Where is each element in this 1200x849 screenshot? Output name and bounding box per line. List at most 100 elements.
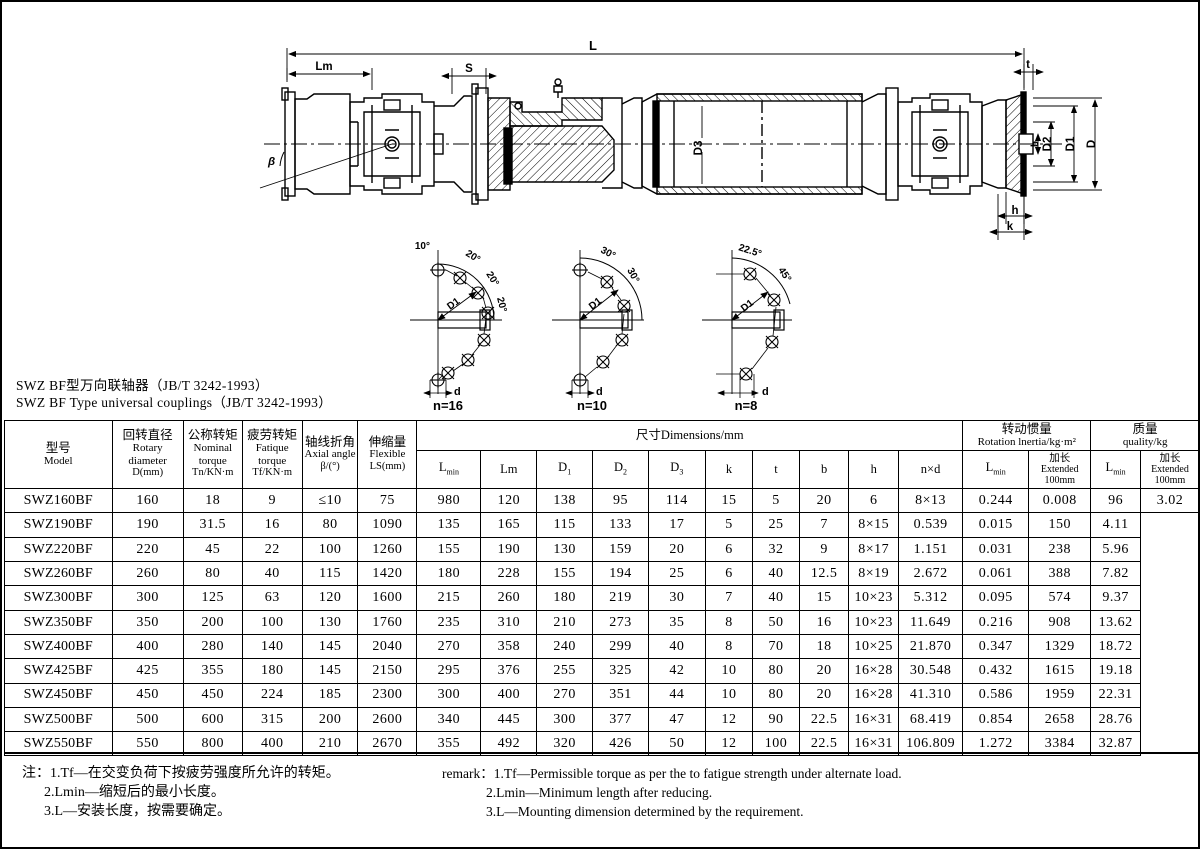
cell-Lmin: 1090 [357,512,418,538]
cell-tn: 355 [182,658,243,684]
sym-Lmin: Lmin [438,459,459,477]
notes-en-item-2: 2.Lmin—Minimum length after reducing. [486,785,713,800]
header-inertia-cn: 转动惯量 [1001,422,1052,436]
cell-k: 47 [647,706,706,733]
angle-n8-1: 22.5° [737,242,763,260]
notes-en-item-1: 1.Tf—Permissible torque as per the to fa… [493,766,902,781]
bolt-pattern-n10: d n=10 30° 30° D1 [552,245,644,413]
cell-inertia-min: 2.672 [897,561,964,587]
label-D: D [1086,140,1098,148]
angle-n16-3: 20° [483,270,500,289]
cell-nxd: 16×31 [848,706,899,733]
cell-Lmin: 2600 [357,706,418,733]
header-inertia-group: 转动惯量 Rotation lnertia/kg·m² [962,419,1092,452]
header-tf-en2: torque [258,454,287,467]
angle-n10-2: 30° [624,266,641,285]
sym-nxd: n×d [920,461,941,476]
cell-nxd: 8×19 [848,561,899,587]
cell-mass-min: 1615 [1028,658,1092,684]
cell-tf: 224 [241,682,303,708]
header-tn-en2: torque [198,454,227,467]
assembly-outline [281,78,1034,205]
header-d-en1: Rotary [132,442,163,454]
cell-b: 20 [798,488,850,514]
cell-mass-ext: 18.72 [1090,633,1141,660]
cell-mass-ext: 19.18 [1090,658,1141,684]
sym-quality-lmin: Lmin [1105,459,1126,477]
cell-nxd: 16×28 [848,682,899,708]
cell-Lm: 215 [416,585,482,611]
sym-quality-ext-cn: 加长 [1159,453,1181,465]
cell-b: 50 [752,609,800,635]
cell-model: SWZ260BF [4,561,113,587]
cell-h: 18 [798,633,850,660]
cell-D1: 445 [480,706,538,733]
header-dim-nxd: n×d [897,450,964,490]
cell-D2: 255 [536,658,594,684]
cell-D1: 376 [480,658,538,684]
cell-D2: 240 [536,633,594,660]
header-tn-cn: 公称转矩 [187,428,238,443]
cell-tn: 200 [182,609,243,635]
cell-inertia-min: 0.539 [897,512,964,538]
cell-k: 40 [647,633,706,660]
cell-b: 40 [752,561,800,587]
cell-b: 40 [752,585,800,611]
cell-k: 30 [647,585,706,611]
sym-inertia-ext-unit: 100mm [1044,475,1076,487]
cell-D2: 95 [592,488,649,514]
header-dim-b: b [798,450,850,490]
label-d-n16: d [454,386,461,398]
cell-inertia-ext: 0.015 [962,512,1030,538]
cell-tf: 9 [241,488,303,514]
cell-nxd: 10×25 [848,633,899,660]
sym-D3: D3 [670,459,684,477]
header-dim-Lm: Lm [480,450,538,490]
dimension-lines [259,48,1102,240]
cell-nxd: 8×17 [848,536,899,563]
cell-ls: 115 [301,561,359,587]
cell-inertia-ext: 0.854 [962,706,1030,733]
sym-inertia-lmin: Lmin [985,459,1006,477]
cell-k: 44 [647,682,706,708]
cell-inertia-min: 41.310 [897,682,964,708]
notes-english: remark：1.Tf—Permissible torque as per th… [442,764,902,821]
specification-table-wrapper: 型号 Model 回转直径 Rotary diameter D(mm) 公称转矩… [4,419,1200,757]
table-header-row-2: Lmin Lm D1 D2 D3 k t b h n×d Lmin 加长 Ext… [5,450,1200,490]
cell-b: 80 [752,658,800,684]
cell-tf: 22 [241,536,303,563]
cell-D3: 325 [592,658,649,684]
cell-tf: 140 [241,633,303,660]
cell-tf: 63 [241,585,303,611]
cell-k: 42 [647,658,706,684]
cell-Lm: 270 [416,633,482,660]
title-en: SWZ BF Type universal couplings（JB/T 324… [16,395,333,410]
cell-mass-min: 908 [1028,609,1092,635]
cell-h: 16 [798,609,850,635]
cell-tn: 125 [182,585,243,611]
label-k: k [1007,221,1014,233]
bolt-pattern-n8: d n=8 22.5° 45° D1 [702,242,793,413]
notes-cn-label: 注： [22,766,50,781]
cell-D2: 115 [536,512,594,538]
cell-inertia-ext: 0.061 [962,561,1030,587]
sym-D2: D2 [613,459,627,477]
sym-quality-ext-en: Extended [1151,464,1189,476]
label-S: S [465,63,473,75]
header-dim-D3: D3 [647,450,706,490]
cell-b: 25 [752,512,800,538]
header-dim-t: t [752,450,800,490]
table-header-row-1: 型号 Model 回转直径 Rotary diameter D(mm) 公称转矩… [4,419,1200,490]
notes-section: 注：1.Tf—在交变负荷下按疲劳强度所允许的转矩。 2.Lmin—缩短后的最小长… [4,752,1200,849]
cell-mass-min: 96 [1090,488,1141,514]
cell-h: 12.5 [798,561,850,587]
cell-Lm: 180 [416,561,482,587]
cell-t: 7 [704,585,754,611]
cell-nxd: 10×23 [848,585,899,611]
cell-model: SWZ300BF [4,585,113,611]
bolt-pattern-n16: d n=16 10° 20° 20° 20° D1 [410,241,508,413]
cell-mass-min: 1959 [1028,682,1092,708]
cell-D1: 138 [536,488,594,514]
